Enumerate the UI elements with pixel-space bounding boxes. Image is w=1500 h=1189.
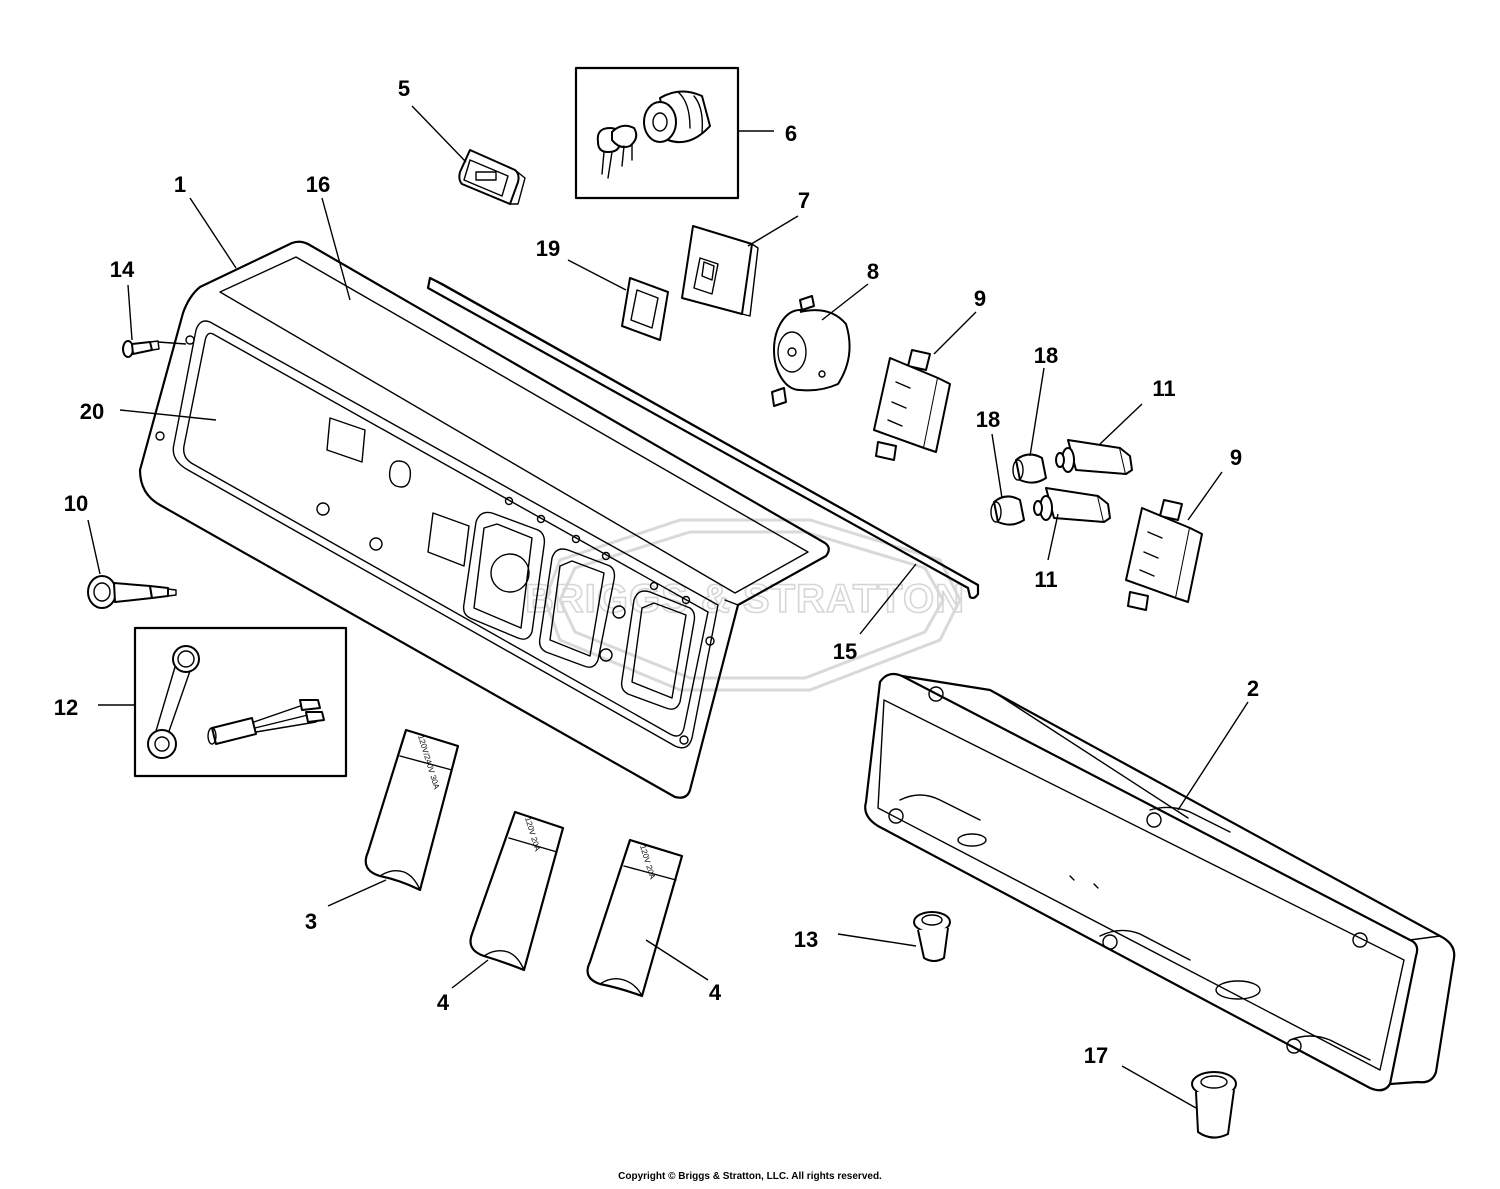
outlet-cover-20a-2: 120V 20A [586, 838, 684, 998]
callout-7: 7 [798, 188, 810, 213]
callout-20: 20 [80, 399, 104, 424]
decal-20a-1: 120V 20A [523, 816, 542, 853]
duplex-receptacle-part-upper [873, 349, 951, 461]
callout-14: 14 [110, 257, 135, 282]
panel-housing [864, 672, 1456, 1092]
callout-18-upper: 18 [1034, 343, 1058, 368]
callout-19: 19 [536, 236, 560, 261]
callout-11-upper: 11 [1152, 376, 1175, 401]
hour-meter-part [458, 149, 526, 205]
callout-5: 5 [398, 76, 410, 101]
grommet-part-small [913, 911, 951, 962]
rocker-switch-part [621, 277, 669, 341]
watermark-text: BRIGGS & STRATTON [525, 577, 965, 621]
briggs-stratton-watermark: BRIGGS & STRATTON [524, 518, 965, 692]
breaker-cap-part-upper [1012, 453, 1047, 484]
copyright-notice: Copyright © Briggs & Stratton, LLC. All … [618, 1171, 882, 1182]
decal-30a: 120V/240V 30A [416, 734, 441, 791]
circuit-breaker-part-upper [1055, 439, 1133, 475]
callout-4-right: 4 [709, 980, 722, 1005]
switch-part [681, 225, 759, 317]
screw-part [122, 340, 160, 358]
callout-1: 1 [174, 172, 186, 197]
outlet-cover-30a: 120V/240V 30A [364, 728, 460, 892]
control-panel [138, 240, 830, 799]
callout-3: 3 [305, 909, 317, 934]
callout-18-lower: 18 [976, 407, 1000, 432]
outlet-cover-20a-1: 120V 20A [469, 810, 565, 972]
dc-outlet-part [87, 575, 177, 609]
callout-6: 6 [785, 121, 797, 146]
leader-lines [87, 105, 1249, 1109]
callout-labels: 1 2 3 4 4 5 6 7 8 9 9 10 11 11 12 13 14 … [54, 76, 1259, 1068]
decal-20a-2: 120V 20A [638, 844, 657, 881]
twistlock-receptacle-part [771, 295, 851, 407]
part12-box [133, 626, 348, 778]
callout-12: 12 [54, 695, 78, 720]
duplex-receptacle-part-lower [1125, 499, 1203, 611]
part6-box [574, 66, 740, 200]
callout-9-lower: 9 [1230, 445, 1242, 470]
callout-8: 8 [867, 259, 879, 284]
callout-17: 17 [1084, 1043, 1108, 1068]
callout-15: 15 [833, 639, 857, 664]
callout-16: 16 [306, 172, 330, 197]
breaker-cap-part-lower [990, 495, 1025, 526]
circuit-breaker-part-lower [1033, 487, 1111, 523]
callout-4-left: 4 [437, 990, 450, 1015]
grommet-part-large [1191, 1071, 1237, 1139]
callout-13: 13 [794, 927, 818, 952]
callout-11-lower: 11 [1034, 567, 1057, 592]
callout-9-upper: 9 [974, 286, 986, 311]
callout-10: 10 [64, 491, 88, 516]
callout-2: 2 [1247, 676, 1259, 701]
gasket-strip [426, 276, 980, 600]
